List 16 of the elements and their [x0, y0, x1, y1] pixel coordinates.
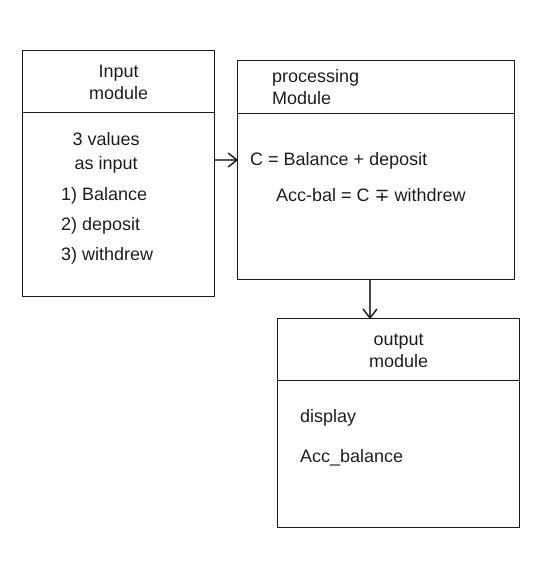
module-text: C = Balance + deposit: [250, 148, 428, 170]
module-text: Acc-bal = C ∓ withdrew: [275, 184, 466, 206]
module-text: 1) Balance: [61, 183, 148, 205]
module-box: [277, 318, 520, 528]
module-title: output module: [368, 328, 430, 372]
module-box: [237, 60, 515, 280]
module-text: Acc_balance: [300, 445, 404, 467]
module-text: display: [300, 405, 356, 427]
arrow: [362, 280, 378, 319]
module-title: processing Module: [272, 65, 360, 109]
module-text: 3) withdrew: [61, 243, 154, 265]
module-text: 2) deposit: [61, 213, 140, 235]
module-title: Input module: [88, 60, 150, 104]
module-text: 3 values as input: [71, 128, 141, 175]
module-box: [22, 50, 215, 297]
arrow: [215, 152, 238, 168]
